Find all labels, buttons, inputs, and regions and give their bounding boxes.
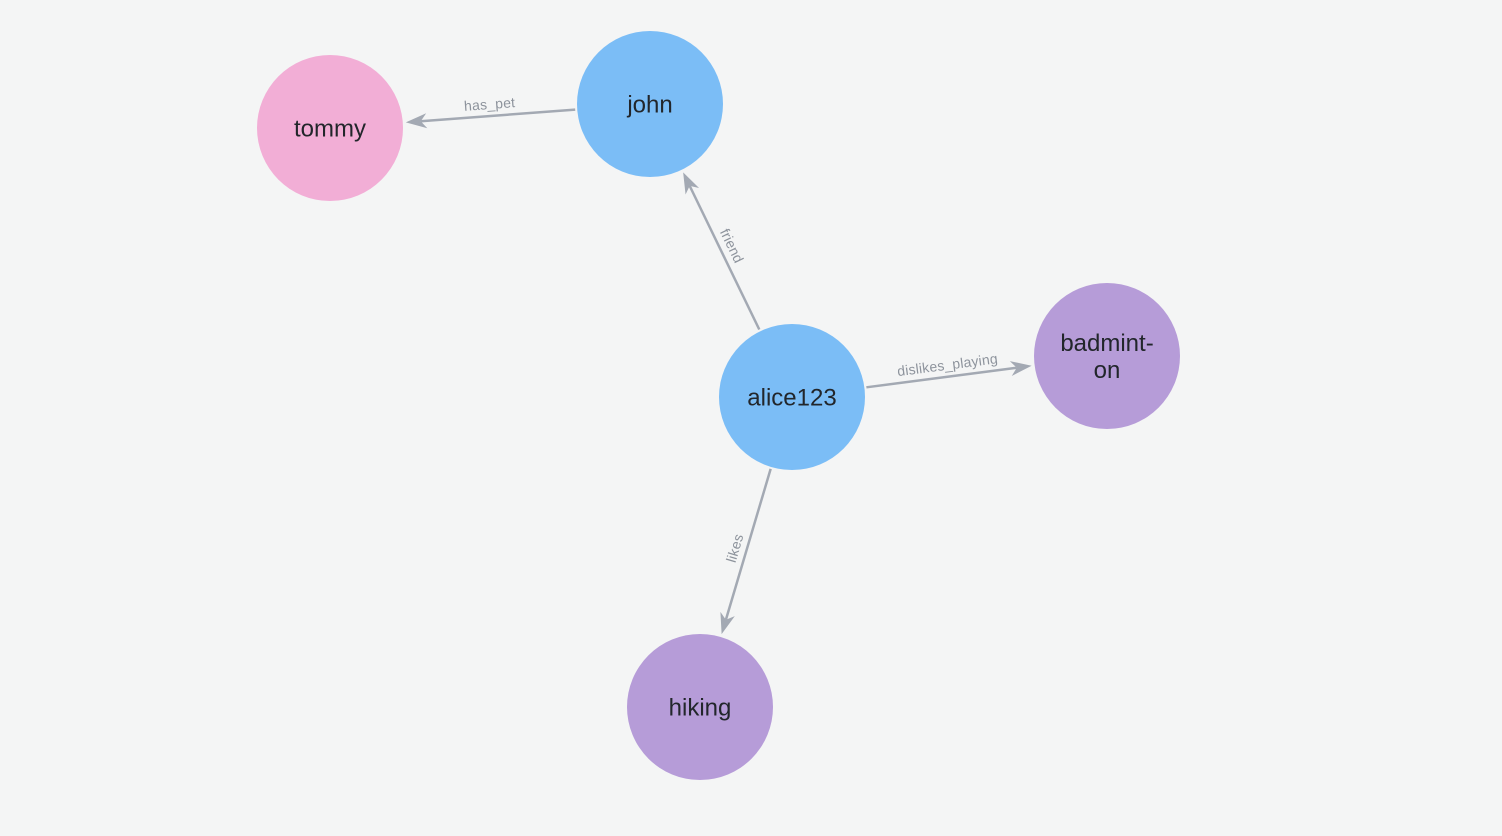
node-label: john [626,92,672,119]
node-tommy[interactable]: tommy [257,55,403,201]
node-badminton[interactable]: badmint-on [1034,283,1180,429]
node-label: on [1094,357,1121,384]
node-label: tommy [294,116,366,143]
node-label: hiking [669,695,732,722]
node-john[interactable]: john [577,31,723,177]
edge-line [724,468,772,621]
edge-line [420,108,576,123]
arrowhead-icon [1009,361,1032,376]
edge-alice123-friend-john[interactable]: friend [683,172,761,331]
edge-label: friend [717,226,747,266]
node-alice123[interactable]: alice123 [719,324,865,470]
edge-john-has_pet-tommy[interactable]: has_pet [405,94,576,129]
edge-label: likes [723,532,747,564]
arrowhead-icon [720,611,735,635]
node-circle-alice123[interactable] [719,324,865,470]
node-label: alice123 [747,385,836,412]
edge-line [866,366,1017,389]
edge-label: dislikes_playing [896,350,998,379]
node-circle-tommy[interactable] [257,55,403,201]
node-label: badmint- [1060,330,1153,357]
node-circle-hiking[interactable] [627,634,773,780]
node-circle-john[interactable] [577,31,723,177]
edge-label: has_pet [463,94,515,114]
edge-line [688,185,761,331]
arrowhead-icon [683,172,700,195]
edge-alice123-likes-hiking[interactable]: likes [720,468,772,635]
node-hiking[interactable]: hiking [627,634,773,780]
node-circle-badminton[interactable] [1034,283,1180,429]
edge-alice123-dislikes_playing-badminton[interactable]: dislikes_playing [866,350,1032,389]
arrowhead-icon [405,113,428,129]
